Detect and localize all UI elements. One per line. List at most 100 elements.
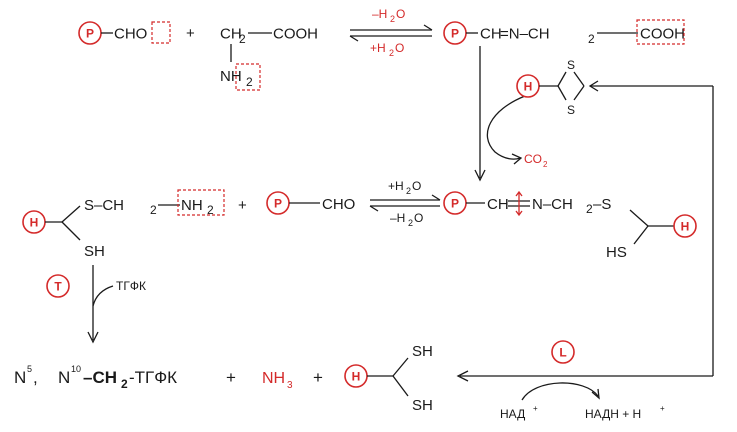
thf-input-curve: [92, 285, 114, 307]
row2-s-ch-sub: 2: [150, 203, 157, 217]
loop-top-head: [588, 80, 599, 92]
ring-s-bottom: S: [567, 103, 575, 117]
nad-label: НАД: [500, 407, 525, 421]
eq2-minus-o: O: [414, 211, 423, 225]
row1-cho: CHO: [114, 26, 147, 43]
row3-plus-1: +: [226, 368, 236, 387]
schiff-base-2: P CH N–CH 2 –S HS H: [443, 190, 697, 261]
transfer-step: T ТГФК: [46, 265, 146, 344]
row1-plus: +: [186, 25, 195, 42]
co2-curved-arrow: [486, 95, 526, 160]
bond: [61, 205, 81, 223]
o-highlight-box: [151, 21, 171, 44]
ch2-label: –CH: [83, 368, 117, 387]
eq1-minus-sub: 2: [390, 14, 395, 24]
circle-t-label: T: [54, 280, 62, 294]
eq2-plus-o: O: [412, 179, 421, 193]
cooh-highlight-box: [636, 19, 685, 45]
eq1-forward-head: [423, 24, 433, 31]
eq2-forward-head: [431, 194, 441, 201]
eq2-minus-h: –H: [390, 211, 405, 225]
circle-p-1-label: P: [86, 27, 94, 41]
bond: [557, 71, 567, 87]
n10-label: N: [58, 368, 70, 387]
schiff2-sub: 2: [586, 202, 593, 216]
eq1-reverse-head: [349, 35, 359, 42]
dhl-sh-top: SH: [412, 343, 433, 360]
cleavage-arrow-down: [515, 210, 523, 217]
ch2-sub: 2: [121, 377, 128, 391]
circle-p-3-label: P: [274, 197, 282, 211]
thf-product: -ТГФК: [129, 368, 177, 387]
loop-bottom-head: [456, 370, 469, 382]
eq1-plus-sub: 2: [389, 48, 394, 58]
equilibrium-2: +H 2 O –H 2 O: [369, 179, 441, 228]
row2-s-ch: S–CH: [84, 197, 124, 214]
thf-input-label: ТГФК: [116, 279, 146, 293]
nad-curved-arrow: [521, 382, 599, 401]
circle-l-label: L: [559, 346, 566, 360]
schiff2-n: N–CH: [532, 196, 573, 213]
schiff1-cooh: COOH: [640, 26, 685, 43]
eq2-plus-sub: 2: [406, 186, 411, 196]
cleavage-arrow-up: [515, 190, 523, 197]
glycine: CH 2 COOH NH 2: [220, 26, 318, 91]
circle-h-4-label: H: [352, 370, 361, 384]
eq1-plus-o: O: [395, 41, 404, 55]
row2-sh: SH: [84, 243, 105, 260]
circle-t: [46, 274, 70, 298]
nadh-label: НАДН + Н: [585, 407, 641, 421]
eq2-minus-sub: 2: [408, 218, 413, 228]
schiff2-hs: HS: [606, 244, 627, 261]
nadh-sup: +: [660, 404, 665, 413]
co2-arrow-head: [511, 153, 523, 165]
bond: [557, 85, 567, 101]
decarboxylation-step: CO 2: [474, 46, 548, 182]
glycine-nh-sub: 2: [246, 75, 253, 89]
dhl-sh-bottom: SH: [412, 397, 433, 414]
schiff2-ch: CH: [487, 196, 509, 213]
eq1-minus-h: –H: [372, 7, 387, 21]
circle-h-3-label: H: [681, 220, 690, 234]
co2-sub: 2: [543, 160, 548, 169]
h2-highlight-box: [235, 63, 261, 91]
lipoamide-dehydrogenase: L НАД + НАДН + Н +: [500, 340, 665, 421]
row3-plus-2: +: [313, 368, 323, 387]
schiff1-sub: 2: [588, 32, 595, 46]
eq1-plus-h: +H: [370, 41, 386, 55]
eq2-reverse-head: [369, 205, 379, 212]
lipoate-oxidized: H S S: [516, 58, 585, 117]
down-arrow-head: [474, 169, 486, 182]
bond: [392, 357, 409, 377]
bond: [573, 85, 585, 101]
nh2-highlight-box: [177, 189, 225, 216]
regeneration-loop: [456, 80, 714, 382]
glycine-nh: NH: [220, 68, 242, 85]
schiff2-s: –S: [593, 196, 611, 213]
ring-s-top: S: [567, 58, 575, 72]
row2-cho: CHO: [322, 196, 355, 213]
nad-arrow-head: [591, 388, 600, 400]
equilibrium-1: –H 2 O +H 2 O: [349, 7, 433, 58]
circle-p-2-label: P: [451, 27, 459, 41]
row3-products: N 5 , N 10 –CH 2 -ТГФК + NH 3 +: [14, 364, 323, 391]
row2-plus: +: [238, 197, 247, 214]
n5-comma: ,: [33, 368, 38, 387]
n10-sup: 10: [71, 364, 81, 374]
row2-aldehyde: P CHO: [266, 191, 355, 215]
dihydrolipoamide: H SH SH: [344, 343, 433, 414]
nad-sup: +: [533, 404, 538, 413]
bond: [392, 375, 409, 397]
glycine-ch: CH: [220, 26, 242, 43]
co2-label: CO: [524, 152, 542, 166]
n5-sup: 5: [27, 364, 32, 374]
glycine-ch-sub: 2: [239, 32, 246, 46]
eq2-plus-h: +H: [388, 179, 404, 193]
nh3-label: NH: [262, 370, 285, 387]
schiff1-eq: =N–CH: [500, 26, 550, 43]
bond: [573, 71, 585, 87]
lipoamide-aminomethyl: H S–CH 2 NH 2 SH: [22, 189, 225, 260]
circle-l: [551, 340, 575, 364]
